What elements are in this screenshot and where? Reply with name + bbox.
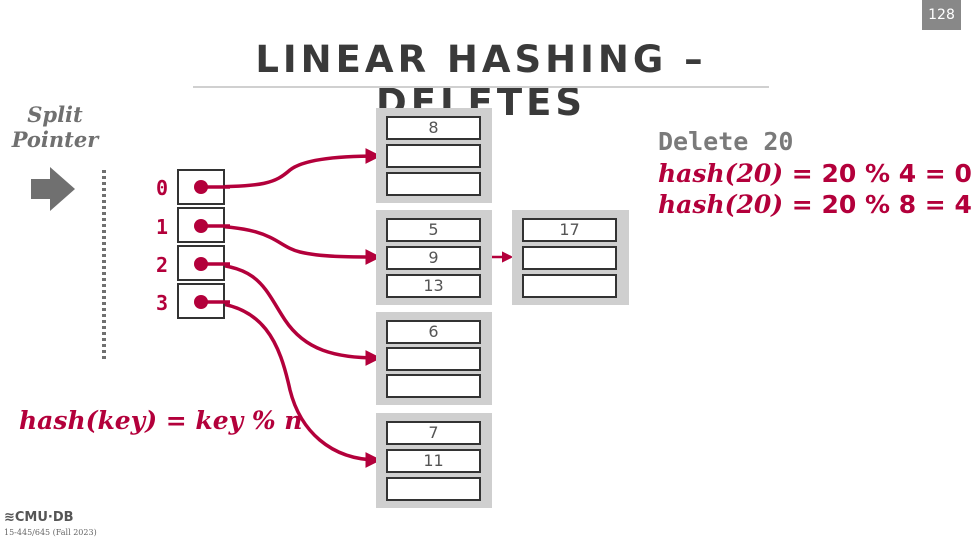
bucket-3-slot: 7 bbox=[386, 421, 481, 445]
pointer-arrow-1 bbox=[200, 224, 382, 265]
title-divider bbox=[193, 86, 769, 88]
split-pointer-label: Split Pointer bbox=[10, 102, 100, 152]
hash-calc-expression: = 20 % 4 = 0 bbox=[791, 159, 972, 188]
hash-function-formula: hash(key) = key % n bbox=[19, 406, 303, 435]
hash-calc-line-2: hash(20) = 20 % 8 = 4 bbox=[658, 190, 972, 219]
split-pointer-arrow-icon bbox=[31, 167, 75, 211]
course-label: 15-445/645 (Fall 2023) bbox=[4, 528, 97, 537]
bucket-0-slot: 8 bbox=[386, 116, 481, 140]
directory-index: 1 bbox=[155, 215, 169, 239]
bucket-1-slot: 9 bbox=[386, 246, 481, 270]
bucket-2-slot: 6 bbox=[386, 320, 481, 344]
bucket-0-slot bbox=[386, 172, 481, 196]
hash-fn-label: hash(20) bbox=[658, 190, 784, 219]
pointer-arrow-0 bbox=[200, 148, 382, 189]
hash-calc-line-1: hash(20) = 20 % 4 = 0 bbox=[658, 159, 972, 188]
directory-slot-2 bbox=[177, 245, 225, 281]
bucket-2-slot bbox=[386, 347, 481, 371]
bucket-1-slot: 5 bbox=[386, 218, 481, 242]
directory-index: 0 bbox=[155, 176, 169, 200]
pointer-arrow-2 bbox=[200, 262, 382, 366]
split-pointer-label-line1: Split bbox=[27, 102, 83, 127]
overflow-bucket-slot bbox=[522, 246, 617, 270]
split-pointer-label-line2: Pointer bbox=[11, 127, 99, 152]
directory-index: 2 bbox=[155, 253, 169, 277]
directory-slot-1 bbox=[177, 207, 225, 243]
bucket-1-slot: 13 bbox=[386, 274, 481, 298]
pointer-arrow-3 bbox=[200, 300, 382, 468]
directory-slot-0 bbox=[177, 169, 225, 205]
slide-number: 128 bbox=[922, 0, 961, 30]
hash-calc-expression: = 20 % 8 = 4 bbox=[791, 190, 972, 219]
bucket-3-slot: 11 bbox=[386, 449, 481, 473]
directory-slot-3 bbox=[177, 283, 225, 319]
overflow-bucket-slot bbox=[522, 274, 617, 298]
hash-fn-label: hash(20) bbox=[658, 159, 784, 188]
bucket-0-slot bbox=[386, 144, 481, 168]
directory-index: 3 bbox=[155, 291, 169, 315]
bucket-3-slot bbox=[386, 477, 481, 501]
bucket-2-slot bbox=[386, 374, 481, 398]
overflow-bucket-slot: 17 bbox=[522, 218, 617, 242]
delete-operation-label: Delete 20 bbox=[658, 127, 794, 156]
cmu-db-logo: ≋CMU·DB bbox=[4, 510, 74, 525]
